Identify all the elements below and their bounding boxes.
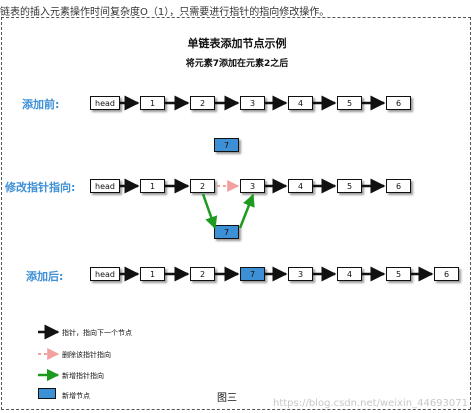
legend-new-node-text: 新增节点 <box>62 392 90 400</box>
node-1-modify: 1 <box>140 179 165 193</box>
diagram-title: 单链表添加节点示例 <box>187 37 287 50</box>
node-6-modify: 6 <box>386 179 411 193</box>
watermark: https://blog.csdn.net/weixin_44693071 <box>272 398 468 409</box>
arrow-r2-new-2-7 <box>201 193 218 230</box>
node-5-modify: 5 <box>337 179 362 193</box>
node-head-after: head <box>90 267 120 281</box>
node-5-after: 5 <box>386 267 411 281</box>
legend-pointer-text: 指针，指向下一个节点 <box>62 329 132 337</box>
legend-new-pointer-text: 新增指针指向 <box>62 372 104 380</box>
node-6-before: 6 <box>386 96 411 110</box>
new-node-modify: 7 <box>214 225 239 239</box>
node-1-before: 1 <box>140 96 165 110</box>
node-3-modify: 3 <box>240 179 265 193</box>
top-caption: 链表的插入元素操作时间复杂度O（1），只需要进行指针的指向修改操作。 <box>0 7 330 18</box>
node-2-before: 2 <box>190 96 215 110</box>
node-4-before: 4 <box>288 96 313 110</box>
node-head-before: head <box>90 96 120 110</box>
row-after-label: 添加后: <box>26 270 64 283</box>
row-modify-label: 修改指针指向: <box>5 181 76 194</box>
node-6-after: 6 <box>434 267 459 281</box>
node-1-after: 1 <box>140 267 165 281</box>
node-4-after: 4 <box>337 267 362 281</box>
figure-caption: 图三 <box>217 393 237 404</box>
arrow-r2-new-7-3 <box>238 193 255 229</box>
legend-removed-text: 删除该指针指向 <box>62 351 111 359</box>
diagram-frame <box>1 17 471 410</box>
node-head-modify: head <box>90 179 120 193</box>
row-before-label: 添加前: <box>22 98 60 111</box>
node-3-before: 3 <box>240 96 265 110</box>
node-4-modify: 4 <box>288 179 313 193</box>
legend-new-node-box <box>38 388 56 399</box>
node-7-after: 7 <box>240 267 265 281</box>
node-5-before: 5 <box>337 96 362 110</box>
new-node-before: 7 <box>214 138 239 152</box>
node-2-modify: 2 <box>190 179 215 193</box>
diagram-subtitle: 将元素7添加在元素2之后 <box>185 59 289 69</box>
node-2-after: 2 <box>190 267 215 281</box>
node-3-after: 3 <box>288 267 313 281</box>
